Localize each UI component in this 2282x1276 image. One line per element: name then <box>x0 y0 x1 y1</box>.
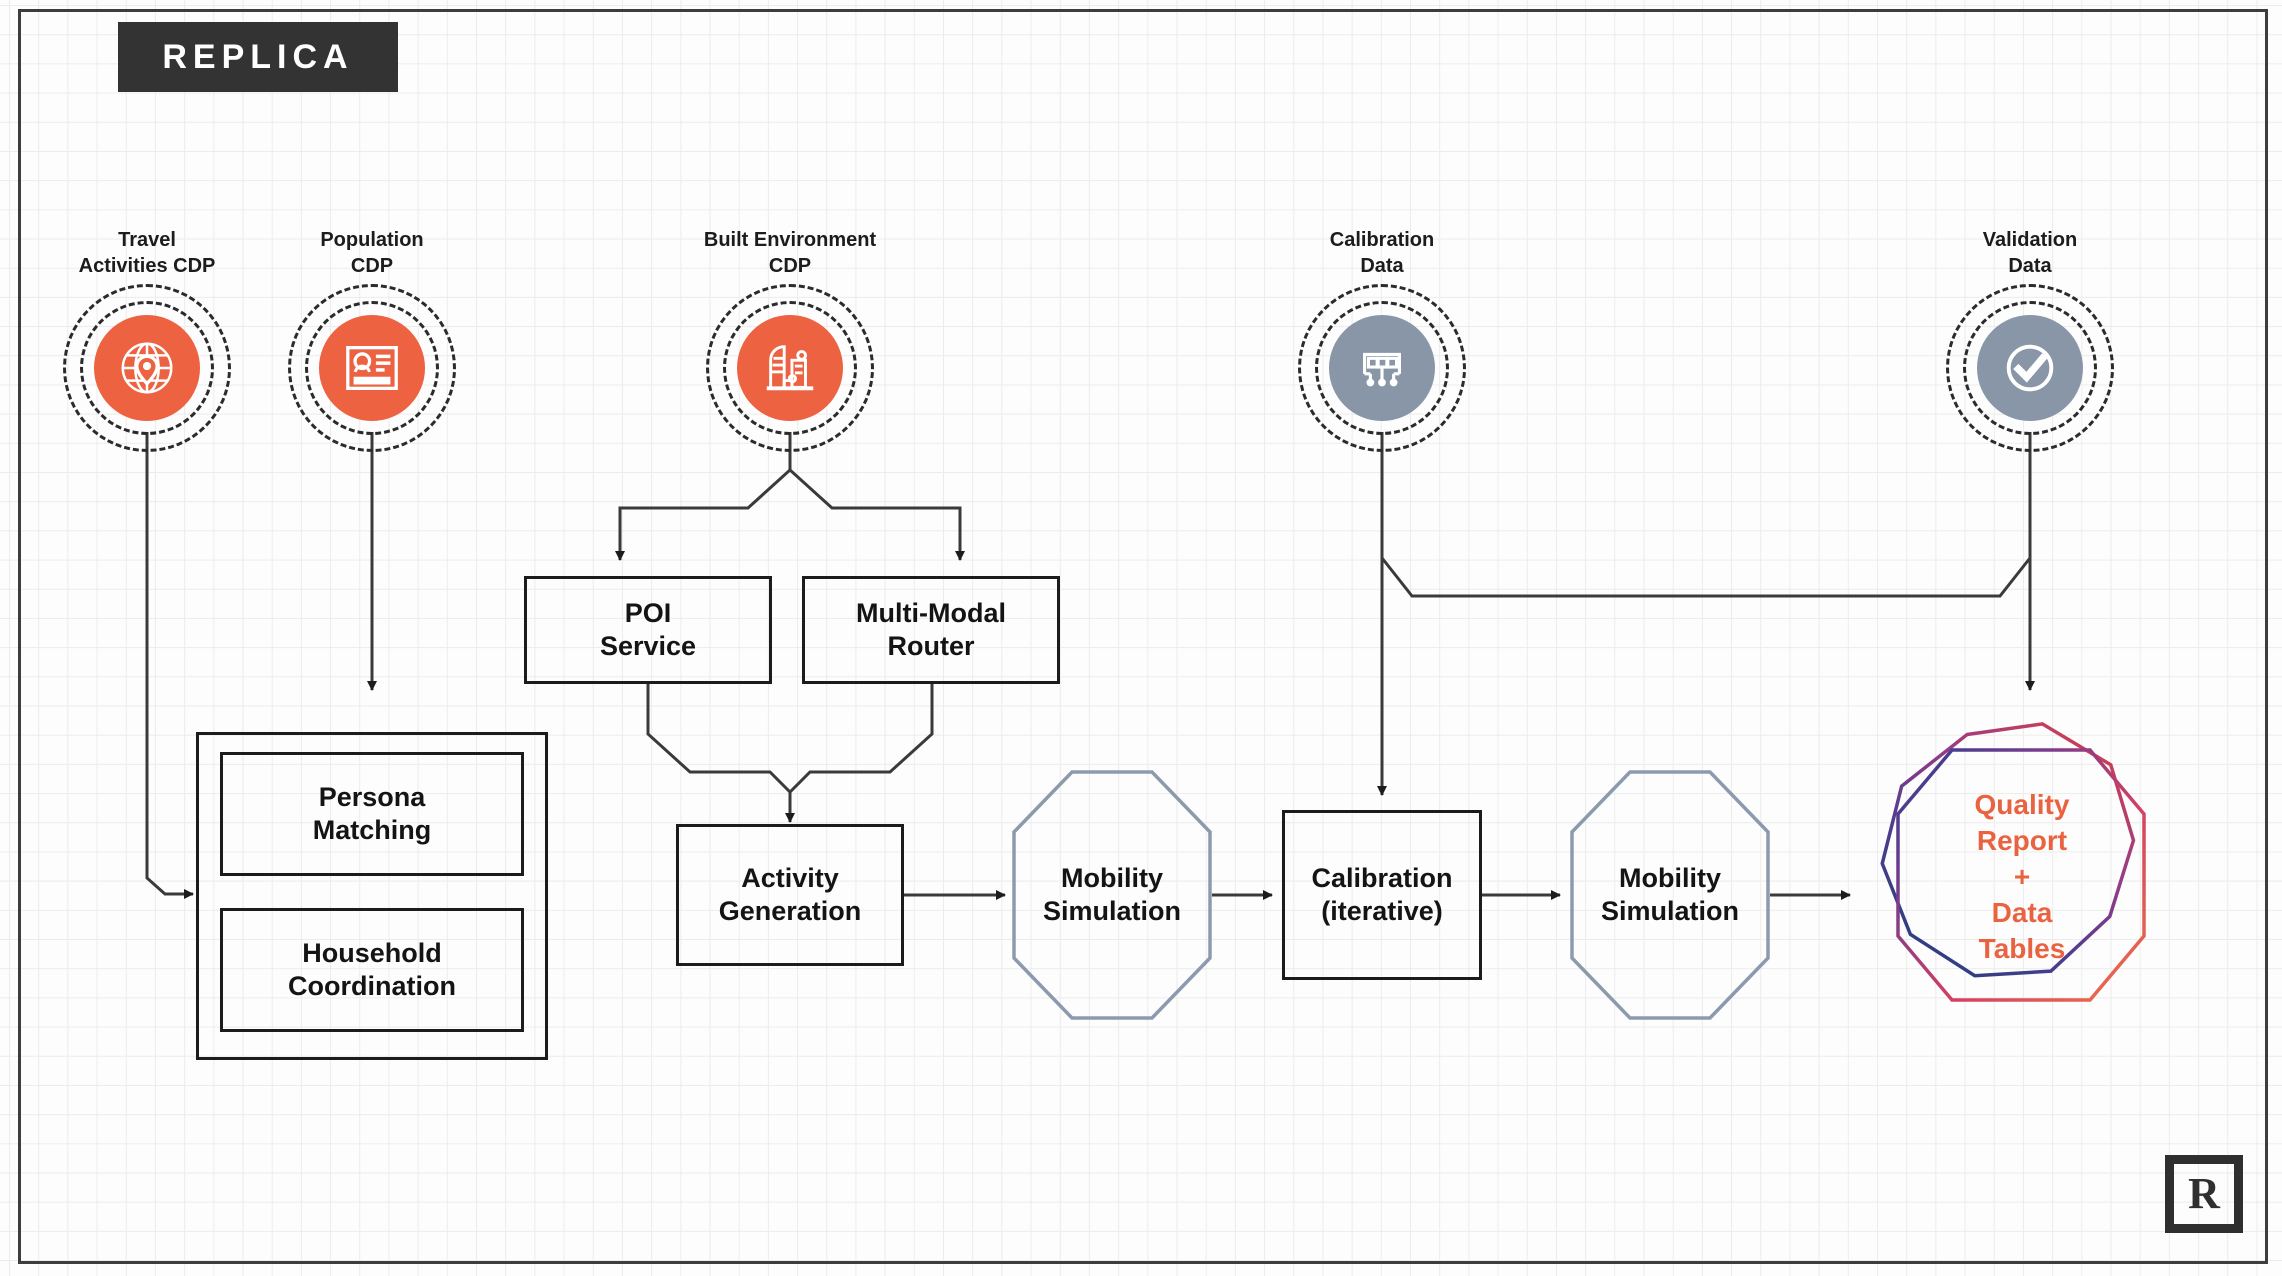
replica-logo-banner: REPLICA <box>118 22 398 92</box>
brand-mark-letter: R <box>2188 1169 2220 1218</box>
output-octagons-icon <box>1880 722 2146 1002</box>
dashed-ring-outer-icon <box>706 284 874 452</box>
source-label-travel-activities-cdp: Travel Activities CDP <box>78 229 216 277</box>
dashed-ring-inner-icon <box>1315 301 1449 435</box>
mobility-simulation-1-node[interactable]: Mobility Simulation <box>1012 770 1212 1020</box>
dashed-ring-inner-icon <box>305 301 439 435</box>
source-node-travel-activities-cdp[interactable]: Travel Activities CDP <box>63 228 231 492</box>
id-card-icon <box>319 315 425 421</box>
quality-report-label: Quality Report + Data Tables <box>1974 789 2070 964</box>
check-circle-icon <box>1977 315 2083 421</box>
replica-wordmark: REPLICA <box>162 37 354 76</box>
dashed-ring-inner-icon <box>1963 301 2097 435</box>
source-icon-built-environment-cdp <box>706 284 874 452</box>
quality-report-output-node[interactable]: Quality Report + Data Tables <box>1872 722 2172 1032</box>
source-node-validation-data[interactable]: Validation Data <box>1946 228 2114 492</box>
source-node-population-cdp[interactable]: Population CDP <box>288 228 456 492</box>
dashed-ring-outer-icon <box>1298 284 1466 452</box>
activity-generation-box[interactable]: Activity Generation <box>676 824 904 966</box>
replica-r-mark: R <box>2165 1155 2243 1233</box>
mobility-simulation-2-label: Mobility Simulation <box>1600 863 1739 926</box>
source-icon-population-cdp <box>288 284 456 452</box>
population-synthesis-group <box>196 732 548 1060</box>
poi-service-box[interactable]: POI Service <box>524 576 772 684</box>
source-node-built-environment-cdp[interactable]: Built Environment CDP <box>704 228 876 492</box>
source-label-calibration-data: Calibration Data <box>1329 229 1435 277</box>
dashed-ring-inner-icon <box>723 301 857 435</box>
household-coordination-box[interactable]: Household Coordination <box>220 908 524 1032</box>
dashed-ring-inner-icon <box>80 301 214 435</box>
source-label-population-cdp: Population CDP <box>320 229 424 277</box>
dashed-ring-outer-icon <box>63 284 231 452</box>
source-label-built-environment-cdp: Built Environment CDP <box>703 229 877 277</box>
mobility-simulation-2-node[interactable]: Mobility Simulation <box>1570 770 1770 1020</box>
source-node-calibration-data[interactable]: Calibration Data <box>1298 228 1466 492</box>
calibration-box[interactable]: Calibration (iterative) <box>1282 810 1482 980</box>
multimodal-router-box[interactable]: Multi-Modal Router <box>802 576 1060 684</box>
source-icon-validation-data <box>1946 284 2114 452</box>
globe-location-icon <box>94 315 200 421</box>
dashed-ring-outer-icon <box>1946 284 2114 452</box>
persona-matching-box[interactable]: Persona Matching <box>220 752 524 876</box>
city-buildings-icon <box>737 315 843 421</box>
mobility-simulation-1-label: Mobility Simulation <box>1042 863 1181 926</box>
dashed-ring-outer-icon <box>288 284 456 452</box>
circuit-network-icon <box>1329 315 1435 421</box>
source-label-validation-data: Validation Data <box>1982 229 2078 277</box>
source-icon-travel-activities-cdp <box>63 284 231 452</box>
source-icon-calibration-data <box>1298 284 1466 452</box>
